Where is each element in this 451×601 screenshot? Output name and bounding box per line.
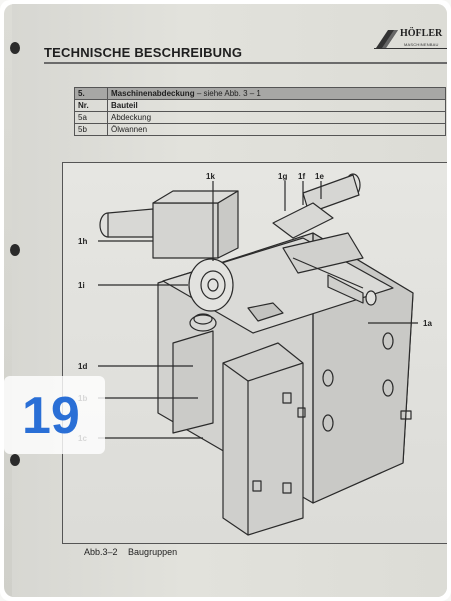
column-header-bauteil: Bauteil <box>107 99 446 112</box>
page-number-value: 19 <box>22 387 80 445</box>
binder-ring-icon <box>10 42 20 54</box>
page-title: TECHNISCHE BESCHREIBUNG <box>44 45 243 60</box>
binder-ring-icon <box>10 244 20 256</box>
section-reference: – siehe Abb. 3 – 1 <box>196 89 261 98</box>
figure-label-1i: 1i <box>78 281 85 290</box>
figure-label-1f: 1f <box>298 172 305 181</box>
machine-figure: 1k 1g 1f 1e 1h 1i 1a 1d 1b 1c <box>62 162 447 544</box>
figure-label-1k: 1k <box>206 172 215 181</box>
table-cell-bauteil: Abdeckung <box>107 111 446 124</box>
logo-subtext: MASCHINENBAU <box>404 42 439 47</box>
column-header-nr: Nr. <box>74 99 108 112</box>
document-photo: TECHNISCHE BESCHREIBUNG HÖFLER MASCHINEN… <box>4 4 447 597</box>
figure-label-1d: 1d <box>78 362 87 371</box>
caption-text: Baugruppen <box>128 547 178 557</box>
company-logo: HÖFLER MASCHINENBAU <box>374 26 447 56</box>
figure-label-1h: 1h <box>78 237 87 246</box>
logo-text: HÖFLER <box>400 28 443 39</box>
table-row: 5b Ölwannen <box>74 123 446 136</box>
section-number: 5. <box>74 87 108 100</box>
page-number-badge: 19 <box>4 376 105 454</box>
section-title: Maschinenabdeckung <box>111 89 195 98</box>
table-cell-bauteil: Ölwannen <box>107 123 446 136</box>
table-header-row: 5. Maschinenabdeckung – siehe Abb. 3 – 1 <box>74 87 446 100</box>
table-cell-nr: 5a <box>74 111 108 124</box>
figure-caption: Abb.3–2 Baugruppen <box>84 547 177 557</box>
figure-label-1g: 1g <box>278 172 287 181</box>
table-column-header-row: Nr. Bauteil <box>74 99 446 112</box>
figure-label-1e: 1e <box>315 172 324 181</box>
section-heading: Maschinenabdeckung – siehe Abb. 3 – 1 <box>107 87 446 100</box>
figure-label-1a: 1a <box>423 319 432 328</box>
machine-drawing: 1k 1g 1f 1e 1h 1i 1a 1d 1b 1c <box>78 172 432 536</box>
title-divider <box>44 62 447 64</box>
table-row: 5a Abdeckung <box>74 111 446 124</box>
caption-number: Abb.3–2 <box>84 547 118 557</box>
component-table: 5. Maschinenabdeckung – siehe Abb. 3 – 1… <box>74 87 446 136</box>
table-cell-nr: 5b <box>74 123 108 136</box>
logo-mark-icon <box>374 30 447 49</box>
binder-ring-icon <box>10 454 20 466</box>
